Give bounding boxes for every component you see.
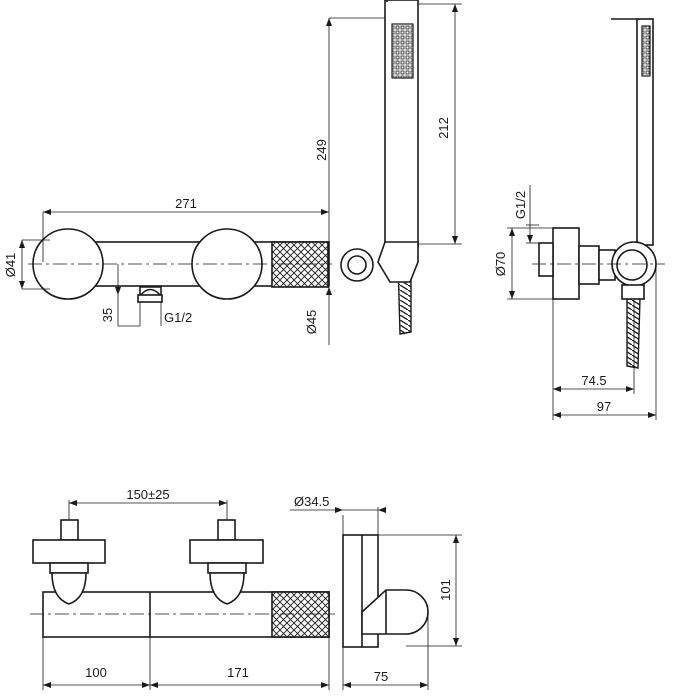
shower-head-nozzles — [391, 23, 414, 79]
wall-flange — [552, 227, 580, 300]
dim-diam-34-5: Ø34.5 — [294, 494, 329, 509]
dim-diam-70: Ø70 — [493, 252, 508, 277]
dim-thread-side: G1/2 — [513, 191, 528, 219]
dim-171: 171 — [227, 665, 249, 680]
dim-100: 100 — [85, 665, 107, 680]
dim-271: 271 — [175, 196, 197, 211]
dim-150: 150±25 — [126, 487, 169, 502]
dim-74-5: 74.5 — [581, 373, 606, 388]
side-view: G1/2 Ø70 74.5 97 — [493, 18, 665, 420]
bottom-left-handle — [32, 539, 106, 564]
dim-diam-41: Ø41 — [3, 253, 18, 278]
wall-connector — [538, 242, 554, 277]
dim-35: 35 — [100, 308, 115, 322]
shower-holder — [377, 241, 419, 283]
dim-249: 249 — [314, 139, 329, 161]
bottom-knurled-grip — [271, 591, 330, 638]
dim-thread-front: G1/2 — [164, 310, 192, 325]
dim-212: 212 — [436, 117, 451, 139]
holder-knob — [340, 248, 374, 282]
bottom-front-view: 150±25 100 171 — [30, 487, 335, 690]
bottom-right-handle — [189, 539, 264, 564]
center-handle — [191, 228, 263, 300]
knurled-grip — [271, 241, 329, 288]
side-hose — [626, 297, 641, 369]
dim-97: 97 — [597, 399, 611, 414]
left-handle — [32, 228, 104, 300]
dim-75: 75 — [374, 669, 388, 684]
dim-101: 101 — [438, 579, 453, 601]
bottom-side-view: Ø34.5 101 75 — [290, 494, 462, 690]
front-view: 271 Ø41 35 G1/2 Ø45 249 212 — [3, 0, 462, 345]
dim-diam-45: Ø45 — [304, 310, 319, 335]
